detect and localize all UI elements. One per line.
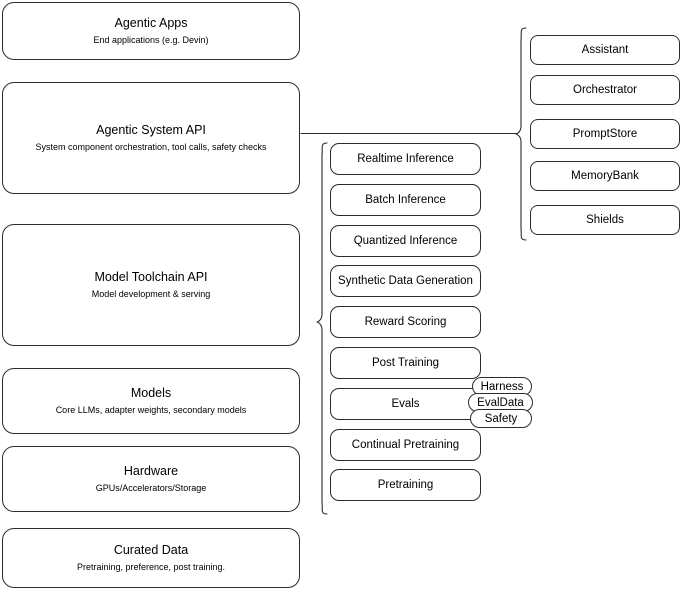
eval-pill-label: Safety — [484, 412, 518, 425]
capability-reward-scoring[interactable]: Reward Scoring — [330, 306, 481, 338]
eval-pill-label: EvalData — [477, 396, 524, 409]
capability-label: Reward Scoring — [364, 315, 447, 328]
component-orchestrator[interactable]: Orchestrator — [530, 75, 680, 105]
layer-model-toolchain-api[interactable]: Model Toolchain API Model development & … — [2, 224, 300, 346]
capability-batch-inference[interactable]: Batch Inference — [330, 184, 481, 216]
layer-subtitle: Model development & serving — [91, 289, 211, 300]
layer-title: Agentic System API — [96, 122, 206, 137]
capability-label: Pretraining — [377, 478, 434, 491]
capability-label: Post Training — [371, 356, 440, 369]
components-brace — [515, 27, 527, 241]
capability-label: Batch Inference — [365, 193, 446, 206]
layer-subtitle: GPUs/Accelerators/Storage — [95, 483, 207, 494]
capability-evals[interactable]: Evals — [330, 388, 481, 420]
layer-title: Agentic Apps — [114, 15, 188, 30]
component-label: MemoryBank — [571, 169, 639, 182]
capability-realtime-inference[interactable]: Realtime Inference — [330, 143, 481, 175]
layer-agentic-apps[interactable]: Agentic Apps End applications (e.g. Devi… — [2, 2, 300, 60]
layer-agentic-system-api[interactable]: Agentic System API System component orch… — [2, 82, 300, 194]
layer-hardware[interactable]: Hardware GPUs/Accelerators/Storage — [2, 446, 300, 512]
layer-subtitle: Core LLMs, adapter weights, secondary mo… — [55, 405, 247, 416]
capability-label: Continual Pretraining — [351, 438, 460, 451]
component-label: Orchestrator — [573, 83, 637, 96]
component-label: Assistant — [581, 43, 629, 56]
capability-synthetic-data-generation[interactable]: Synthetic Data Generation — [330, 265, 481, 297]
layer-subtitle: Pretraining, preference, post training. — [76, 562, 226, 573]
component-promptstore[interactable]: PromptStore — [530, 119, 680, 149]
capability-label: Evals — [391, 397, 420, 410]
eval-pill-label: Harness — [480, 380, 524, 393]
eval-pill-safety[interactable]: Safety — [470, 409, 532, 428]
capability-label: Realtime Inference — [357, 152, 454, 165]
capability-continual-pretraining[interactable]: Continual Pretraining — [330, 429, 481, 461]
capability-quantized-inference[interactable]: Quantized Inference — [330, 225, 481, 257]
layer-curated-data[interactable]: Curated Data Pretraining, preference, po… — [2, 528, 300, 588]
capability-pretraining[interactable]: Pretraining — [330, 469, 481, 501]
component-assistant[interactable]: Assistant — [530, 35, 680, 65]
capability-label: Quantized Inference — [353, 234, 458, 247]
layer-title: Model Toolchain API — [94, 269, 208, 284]
layer-subtitle: System component orchestration, tool cal… — [35, 142, 267, 153]
toolchain-brace — [316, 142, 328, 515]
component-memorybank[interactable]: MemoryBank — [530, 161, 680, 191]
layer-title: Hardware — [123, 463, 179, 478]
component-label: Shields — [586, 213, 624, 226]
layer-subtitle: End applications (e.g. Devin) — [93, 35, 209, 46]
capability-post-training[interactable]: Post Training — [330, 347, 481, 379]
layer-title: Models — [130, 385, 172, 400]
component-shields[interactable]: Shields — [530, 205, 680, 235]
component-label: PromptStore — [572, 127, 638, 140]
layer-title: Curated Data — [113, 542, 189, 557]
layer-models[interactable]: Models Core LLMs, adapter weights, secon… — [2, 368, 300, 434]
capability-label: Synthetic Data Generation — [338, 274, 473, 287]
